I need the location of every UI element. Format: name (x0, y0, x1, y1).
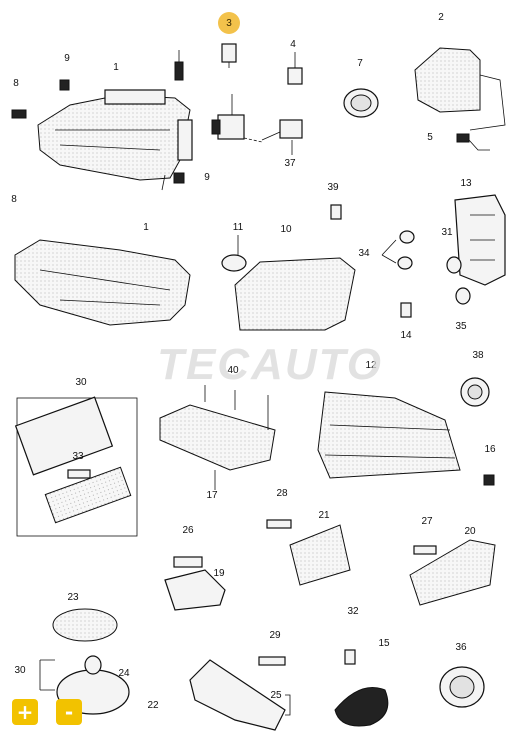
callout-17: 17 (206, 490, 218, 501)
rear-lamp-12[interactable] (317, 391, 461, 479)
callout-8: 8 (13, 78, 19, 89)
callout-20: 20 (464, 526, 476, 537)
callout-31: 31 (441, 227, 453, 238)
bulb-28[interactable] (266, 519, 292, 529)
callout-8: 8 (11, 194, 17, 205)
callout-25: 25 (270, 690, 282, 701)
side-marker-21[interactable] (289, 524, 351, 586)
callout-2: 2 (438, 12, 444, 23)
lamp-assembly-30-bottom[interactable] (39, 608, 130, 715)
lamp-19[interactable] (164, 569, 226, 611)
callout-5: 5 (427, 132, 433, 143)
callout-1: 1 (143, 222, 149, 233)
callout-4: 4 (290, 39, 296, 50)
callout-16: 16 (484, 444, 496, 455)
callout-19: 19 (213, 568, 225, 579)
headlamp-upper[interactable] (37, 89, 193, 191)
callout-35: 35 (455, 321, 467, 332)
side-repeater-15[interactable] (334, 687, 389, 727)
motor-6[interactable] (211, 94, 263, 143)
headlamp-lower[interactable] (14, 239, 191, 326)
third-brake-light-17[interactable] (159, 385, 276, 490)
bulb-26[interactable] (173, 556, 203, 568)
callout-28: 28 (276, 488, 288, 499)
screw-8-left[interactable] (11, 109, 27, 119)
cap-36[interactable] (439, 666, 485, 708)
connector-5[interactable] (456, 133, 490, 151)
bulb-33[interactable] (67, 469, 91, 479)
callout-21: 21 (318, 510, 330, 521)
screw-9-left[interactable] (59, 79, 70, 91)
bulb-29[interactable] (258, 656, 286, 666)
lamp-20[interactable] (409, 539, 496, 606)
bulb-27[interactable] (413, 545, 437, 555)
callout-10: 10 (280, 224, 292, 235)
callout-27: 27 (421, 516, 433, 527)
bulb-31[interactable] (446, 256, 462, 274)
bulbs-34[interactable] (381, 230, 415, 270)
callout-22: 22 (147, 700, 159, 711)
callout-9: 9 (64, 53, 70, 64)
bulb-32[interactable] (344, 649, 356, 665)
socket-38[interactable] (460, 377, 490, 407)
highlighted-callout[interactable]: 3 (218, 12, 240, 34)
callout-numbers: 1124578899101112131415161719202122232425… (11, 12, 496, 711)
callout-12: 12 (365, 360, 377, 371)
callout-36: 36 (455, 642, 467, 653)
callout-13: 13 (460, 178, 472, 189)
fog-lamp-2[interactable] (414, 47, 506, 131)
indicator-10[interactable] (234, 257, 356, 331)
bulb-4[interactable] (287, 52, 303, 85)
screw-9-bottom[interactable] (173, 172, 185, 184)
bulb-11[interactable] (221, 235, 247, 272)
watermark: TECAUTO (157, 340, 383, 389)
callout-7: 7 (357, 58, 363, 69)
plate-light-kit-30[interactable] (14, 396, 138, 537)
callout-9: 9 (204, 172, 210, 183)
callout-26: 26 (182, 525, 194, 536)
holder-8-top[interactable] (174, 50, 184, 81)
callout-23: 23 (67, 592, 79, 603)
bulb-24[interactable] (84, 655, 102, 675)
callout-30: 30 (14, 665, 26, 676)
bulb-14[interactable] (400, 302, 412, 318)
nut-16[interactable] (483, 474, 495, 486)
bulb-h7-3[interactable] (221, 43, 237, 68)
callout-1: 1 (113, 62, 119, 73)
callout-29: 29 (269, 630, 281, 641)
callout-40: 40 (227, 365, 239, 376)
callout-32: 32 (347, 606, 359, 617)
callout-30: 30 (75, 377, 87, 388)
callout-38: 38 (472, 350, 484, 361)
bulb-holder-13[interactable] (454, 194, 506, 286)
zoom-out-button[interactable]: - (56, 699, 82, 725)
callout-24: 24 (118, 668, 130, 679)
callout-33: 33 (72, 451, 84, 462)
callout-11: 11 (233, 222, 244, 233)
lamp-holder-18[interactable] (189, 659, 291, 731)
callout-34: 34 (358, 248, 370, 259)
callout-14: 14 (400, 330, 412, 341)
connector-37[interactable] (261, 119, 303, 155)
callout-39: 39 (327, 182, 339, 193)
zoom-in-button[interactable]: + (12, 699, 38, 725)
bulb-35[interactable] (455, 287, 471, 305)
ring-7[interactable] (343, 88, 379, 118)
callout-15: 15 (378, 638, 390, 649)
bulb-39[interactable] (330, 204, 342, 220)
callout-37: 37 (284, 158, 296, 169)
